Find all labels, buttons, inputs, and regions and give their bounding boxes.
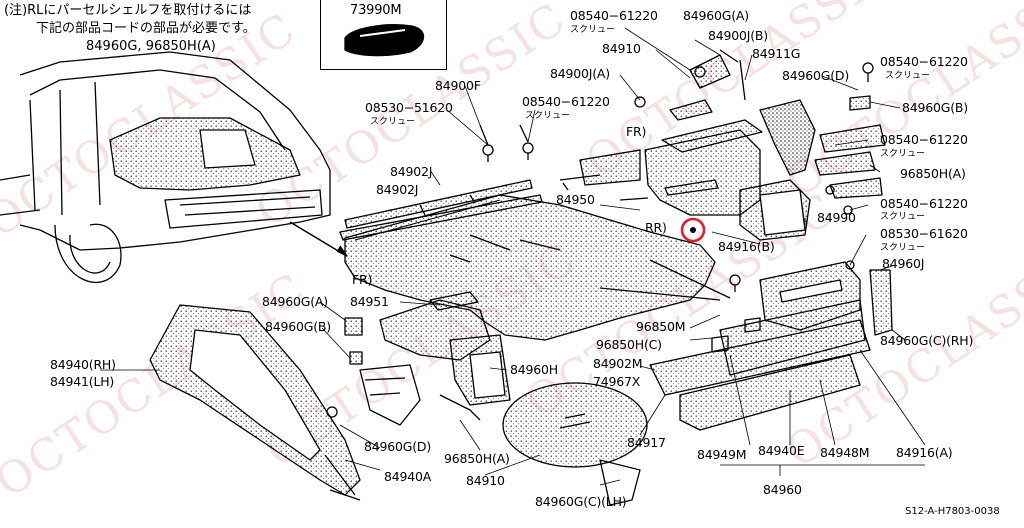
part-label: 84900J(B): [708, 28, 768, 43]
part-label: 74967X: [593, 374, 641, 389]
part-label: 96850M: [636, 319, 686, 334]
inset-part-number: 73990M: [350, 3, 402, 18]
part-label: 84902J: [390, 164, 433, 179]
part-label: 84940E: [758, 443, 805, 458]
right-brackets: [814, 62, 893, 336]
rear-panel: [649, 261, 871, 431]
strips-84902J: [339, 179, 543, 241]
part-label: 84940(RH): [50, 357, 116, 372]
screws-top: [479, 124, 534, 162]
part-label: 84960J: [882, 256, 925, 271]
direction-label: FR): [352, 272, 373, 287]
note-line-1: (注)RLにパーセルシェルフを取付けるには: [4, 3, 252, 18]
part-label: 08540−61220: [522, 94, 610, 109]
part-label: 08540−61220: [570, 8, 658, 23]
part-label: 84900F: [435, 78, 481, 93]
screw-label: スクリュー: [880, 212, 926, 222]
part-label: 84948M: [820, 445, 870, 460]
note-line-3: 84960G, 96850H(A): [86, 39, 216, 54]
part-label: 84949M: [697, 447, 747, 462]
part-label: 84911G: [752, 46, 801, 61]
part-label: 08540−61220: [880, 196, 968, 211]
part-label: 84960H: [510, 362, 558, 377]
part-label: 84960G(C)(LH): [535, 494, 627, 509]
part-label: 84960G(B): [902, 100, 968, 115]
part-label: 84960G(A): [262, 294, 328, 309]
part-label: 96850H(A): [900, 166, 966, 181]
part-label: 84940A: [384, 469, 432, 484]
direction-label: RR): [645, 220, 667, 235]
car-body-outline: [0, 51, 348, 283]
part-label: 84902M: [593, 356, 643, 371]
screw-label: スクリュー: [885, 71, 931, 81]
part-label: 96850H(A): [444, 451, 510, 466]
part-label: 96850H(C): [596, 337, 662, 352]
side-trim-84940: [149, 304, 361, 501]
screw-label: スクリュー: [525, 111, 571, 121]
part-label: 84917: [627, 435, 666, 450]
part-label: 84990: [817, 210, 856, 225]
part-label: 84960: [763, 482, 802, 497]
part-label: 08530−61620: [880, 226, 968, 241]
part-label: 84941(LH): [50, 374, 115, 389]
part-label: 84910: [602, 41, 641, 56]
floor-board: [344, 194, 731, 341]
part-label: 84960G(C)(RH): [880, 333, 974, 348]
spare-wheel-cover: [502, 382, 648, 468]
part-label: 84951: [350, 294, 389, 309]
part-label: 84960G(D): [782, 68, 850, 83]
screw-label: スクリュー: [880, 149, 926, 159]
direction-label: FR): [626, 124, 647, 139]
part-label: 84916(A): [896, 445, 953, 460]
part-label: 84950: [556, 192, 595, 207]
leader-lines: [100, 27, 926, 486]
screw-label: スクリュー: [880, 243, 926, 253]
storage-box-84990: [559, 49, 816, 241]
screw-label: スクリュー: [370, 117, 416, 127]
highlight-circle: [680, 217, 706, 243]
part-label: 84960G(A): [683, 8, 749, 23]
part-label: 08540−61220: [880, 132, 968, 147]
part-label: 84900J(A): [550, 66, 610, 81]
note-line-2: 下記の部品コードの部品が必要です。: [36, 21, 256, 36]
bracket-cluster: [326, 291, 641, 506]
part-label: 84910: [466, 473, 505, 488]
document-code: S12-A-H7803-0038: [905, 506, 1000, 517]
part-label: 84902J: [376, 182, 419, 197]
part-label: 08530−51620: [365, 100, 453, 115]
screw-label: スクリュー: [570, 25, 616, 35]
part-label: 08540−61220: [880, 54, 968, 69]
part-label: 84960G(D): [364, 439, 432, 454]
inset-box: [320, 0, 447, 70]
inset-part-drawing: [344, 24, 425, 57]
part-label: 84960G(B): [265, 319, 331, 334]
part-label: 84916(B): [718, 239, 775, 254]
